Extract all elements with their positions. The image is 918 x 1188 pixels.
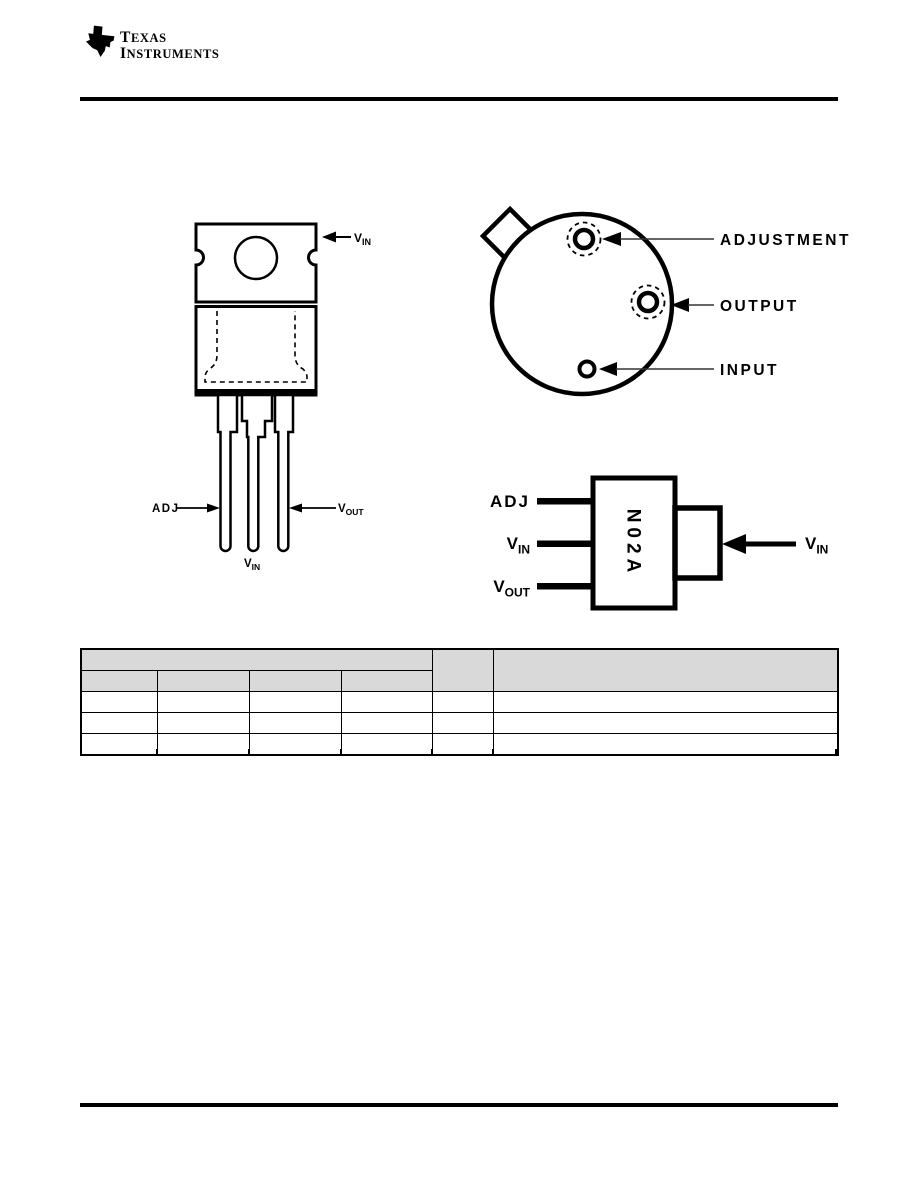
sot-lead-vout: [537, 583, 595, 590]
table-subheader-cell: [248, 670, 342, 692]
sot-tab: [672, 505, 723, 581]
ti-logo-wordmark: Texas Instruments: [120, 30, 219, 62]
arrow-left-icon: [671, 298, 689, 312]
to220-hidden-outline: [204, 311, 308, 383]
table-row: [80, 691, 839, 713]
to220-body-base: [196, 389, 316, 395]
brand-line-1: Texas: [120, 29, 167, 46]
table-cell: [248, 733, 342, 756]
to220-vout-label: VOUT: [338, 503, 364, 517]
sot-vin-label: VIN: [507, 534, 530, 557]
can-outline: [489, 211, 675, 397]
table-cell: [431, 691, 494, 713]
table-cell: [492, 691, 839, 713]
to220-lead-vout: [273, 393, 295, 553]
ti-logo-texas-icon: ti: [85, 25, 115, 58]
table-clipped-gridline: [248, 749, 250, 754]
arrow-left-icon: [602, 232, 621, 246]
arrow-left-icon: [322, 231, 336, 243]
table-cell: [156, 691, 250, 713]
table-clipped-gridline: [492, 749, 494, 754]
table-row: [80, 712, 839, 734]
can-input-label: INPUT: [720, 362, 779, 379]
metal-can-package-diagram: ADJUSTMENT OUTPUT INPUT: [479, 205, 851, 397]
to220-lead-vin: [240, 393, 274, 553]
to220-tab-label: VIN: [354, 231, 371, 247]
to220-package-diagram: VIN ADJ VOUT VIN: [152, 222, 371, 572]
table-subheader-cell: [156, 670, 250, 692]
texas-shape: [85, 25, 115, 58]
sot-tab-label: VIN: [805, 534, 828, 557]
arrow-left-icon: [289, 503, 302, 513]
table-cell: [248, 712, 342, 734]
arrow-left-icon: [599, 362, 617, 376]
brand-line-2: Instruments: [120, 45, 220, 62]
output-pin: [636, 290, 660, 314]
sot-adj-label: ADJ: [490, 492, 530, 511]
table-cell: [156, 712, 250, 734]
can-adjustment-label: ADJUSTMENT: [720, 232, 851, 249]
adjustment-pin: [572, 227, 596, 251]
table-subheader-cell: [340, 670, 433, 692]
arrow-right-icon: [207, 503, 220, 513]
output-pin-dashed-ring: [630, 284, 666, 320]
table-clipped-gridline: [340, 749, 342, 754]
to220-vin-label: VIN: [244, 558, 260, 572]
table-cell: [431, 733, 494, 756]
table-cell: [80, 691, 158, 713]
sot-vout-label: VOUT: [493, 577, 530, 600]
table-cell: [80, 712, 158, 734]
input-pin: [577, 359, 597, 379]
table-header-cell: [431, 648, 494, 692]
table-clipped-gridline: [431, 749, 433, 754]
ti-monogram: ti: [96, 34, 106, 51]
table-row: [80, 733, 839, 756]
table-cell: [340, 691, 433, 713]
to220-lead-adj: [216, 393, 239, 553]
sot-package-diagram: N02A ADJ VIN VOUT VIN: [490, 475, 828, 611]
to220-body: [194, 305, 318, 397]
can-output-label: OUTPUT: [720, 298, 799, 315]
table-cell: [156, 733, 250, 756]
arrow-left-icon: [722, 534, 746, 554]
adjustment-pin-dashed-ring: [566, 221, 602, 257]
footer-rule: [80, 1103, 838, 1107]
table-clipped-gridline: [156, 749, 158, 754]
table-cell: [340, 733, 433, 756]
table-subheader-cell: [80, 670, 158, 692]
table-cell: [492, 712, 839, 734]
table-header-group-cell: [80, 648, 433, 671]
table-header-row-1: [80, 648, 839, 692]
table-cell: [80, 733, 158, 756]
to220-adj-label: ADJ: [152, 503, 180, 515]
header-rule: [80, 97, 838, 101]
table-clipped-gridline: [835, 749, 837, 754]
mounting-hole-icon: [233, 235, 279, 281]
table-cell: [340, 712, 433, 734]
pin-function-table: [80, 648, 839, 756]
sot-part-marking: N02A: [622, 509, 643, 578]
table-cell: [431, 712, 494, 734]
table-header-cell: [492, 648, 839, 692]
table-cell: [248, 691, 342, 713]
sot-lead-vin: [537, 540, 595, 547]
table-clipped-gridline: [80, 749, 82, 754]
table-cell: [492, 733, 839, 756]
sot-lead-adj: [537, 498, 595, 505]
